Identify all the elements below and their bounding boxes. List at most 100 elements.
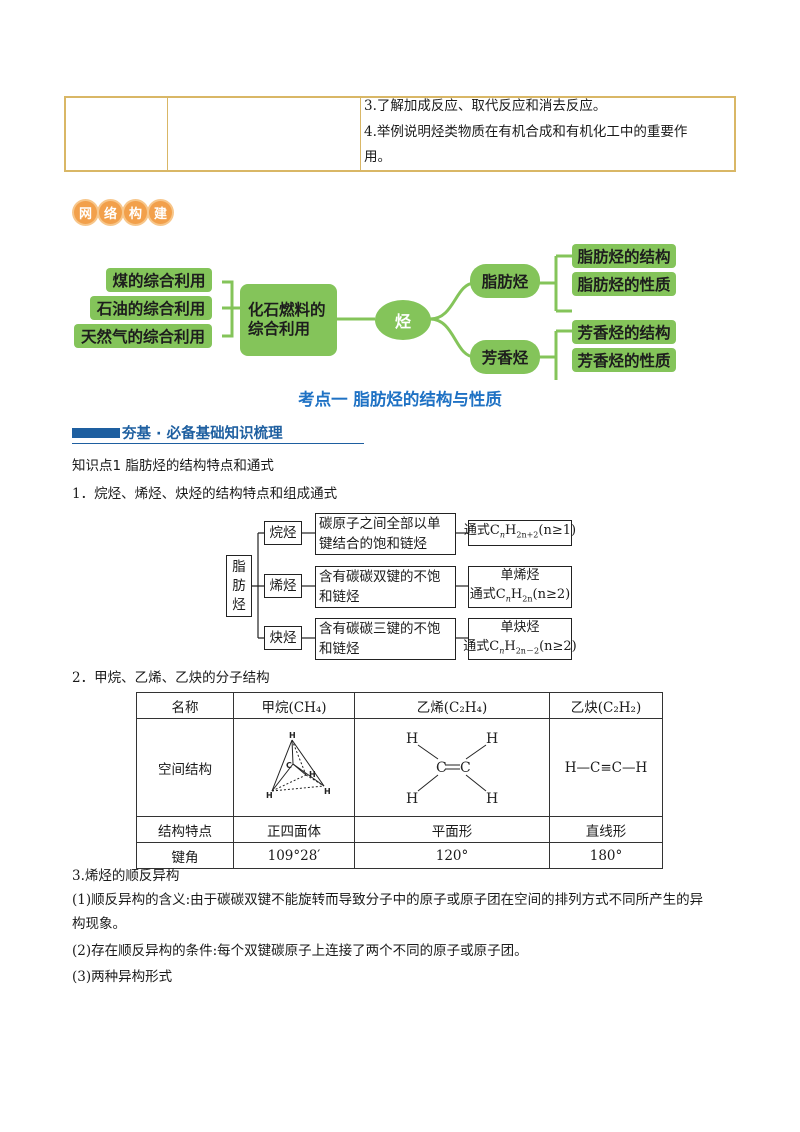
section-banner: 夯基 · 必备基础知识梳理 xyxy=(72,422,364,444)
header-cell: 乙烯(C₂H₄) xyxy=(354,692,550,719)
formula-sub: 2n－2 xyxy=(515,646,540,656)
root-char: 脂 xyxy=(232,558,246,575)
aliphatic-root-box: 脂 肪 烃 xyxy=(226,555,252,617)
svg-text:H: H xyxy=(309,770,316,779)
item-heading: 3.烯烃的顺反异构 xyxy=(72,868,180,884)
banner-rule xyxy=(72,443,364,444)
paragraph: (3)两种异构形式 xyxy=(72,969,173,985)
svg-text:H: H xyxy=(406,731,418,747)
row-label: 空间结构 xyxy=(136,718,234,817)
formula-text: H xyxy=(505,522,517,538)
formula-text: H xyxy=(504,638,516,654)
svg-text:C: C xyxy=(436,760,447,776)
table-divider xyxy=(167,98,168,170)
table-row: 空间结构 H C H xyxy=(136,718,663,817)
molecule-table: 名称 甲烷(CH₄) 乙烯(C₂H₄) 乙炔(C₂H₂) 空间结构 xyxy=(136,692,663,869)
formula-sub: n xyxy=(499,646,505,656)
alkane-box: 烷烃 xyxy=(264,521,302,545)
banner-text: 夯基 · 必备基础知识梳理 xyxy=(122,426,283,442)
methane-structure-cell: H C H H H xyxy=(233,718,355,817)
svg-text:H: H xyxy=(289,731,296,740)
item-heading: 1．烷烃、烯烃、炔烃的结构特点和组成通式 xyxy=(72,486,338,502)
alkene-box: 烯烃 xyxy=(264,574,302,598)
paragraph: (2)存在顺反异构的条件:每个双键碳原子上连接了两个不同的原子或原子团。 xyxy=(72,943,528,959)
formula-line: 通式CnH2n(n≥2) xyxy=(470,585,570,609)
mindmap-coal: 煤的综合利用 xyxy=(106,268,212,292)
section-title: 考点一 脂肪烃的结构与性质 xyxy=(298,390,502,409)
formula-text: 通式C xyxy=(463,638,500,654)
desc-line: 含有碳碳三键的不饱 xyxy=(319,621,441,637)
formula-line: 通式CnH2n+2(n≥1) xyxy=(464,521,576,546)
objectives-table xyxy=(64,96,736,172)
alkane-formula: 通式CnH2n+2(n≥1) xyxy=(464,520,576,546)
formula-text: 通式C xyxy=(463,522,500,538)
svg-text:H: H xyxy=(486,731,498,747)
alkyne-desc: 含有碳碳三键的不饱 和链烃 xyxy=(315,618,456,660)
table-cell: 180° xyxy=(549,842,663,869)
network-badge: 网 络 构 建 xyxy=(74,201,172,227)
table-row: 键角 109°28′ 120° 180° xyxy=(136,842,663,869)
ethylene-structure: H H C C H H xyxy=(406,731,498,807)
methane-structure: H C H H H xyxy=(266,731,331,800)
table-cell: 平面形 xyxy=(354,816,550,843)
svg-text:H: H xyxy=(406,791,418,807)
diagram-connectors xyxy=(252,532,468,639)
desc-line: 和链烃 xyxy=(319,641,360,657)
mindmap-leaf: 脂肪烃的性质 xyxy=(572,272,676,296)
knowledge-point-heading: 知识点1 脂肪烃的结构特点和通式 xyxy=(72,458,274,474)
item-heading: 2．甲烷、乙烯、乙炔的分子结构 xyxy=(72,670,270,686)
formula-title: 单炔烃 xyxy=(500,619,540,635)
acetylene-formula: H—C≡C—H xyxy=(549,718,663,817)
table-cell: 直线形 xyxy=(549,816,663,843)
header-cell: 甲烷(CH₄) xyxy=(233,692,355,719)
ethylene-structure-cell: H H C C H H xyxy=(354,718,550,817)
formula-text: (n≥2) xyxy=(532,586,571,602)
mindmap-aromatic: 芳香烃 xyxy=(470,340,540,374)
objective-line: 用。 xyxy=(364,149,391,165)
formula-sub: 2n+2 xyxy=(516,530,539,540)
formula-sub: n xyxy=(499,530,506,540)
mindmap-natural-gas: 天然气的综合利用 xyxy=(74,324,212,348)
alkene-formula: 单烯烃 通式CnH2n(n≥2) xyxy=(468,566,572,608)
table-cell: 正四面体 xyxy=(233,816,355,843)
objective-line: 4.举例说明烃类物质在有机合成和有机化工中的重要作 xyxy=(364,124,688,140)
badge-char: 建 xyxy=(149,201,172,224)
alkene-desc: 含有碳碳双键的不饱 和链烃 xyxy=(315,566,456,608)
desc-line: 含有碳碳双键的不饱 xyxy=(319,569,441,585)
banner-bar xyxy=(72,428,120,438)
row-label: 键角 xyxy=(136,842,234,869)
formula-sub: 2n xyxy=(522,594,533,604)
root-char: 烃 xyxy=(232,596,246,613)
badge-char: 构 xyxy=(124,201,147,224)
formula-line: 通式CnH2n－2(n≥2) xyxy=(463,637,576,661)
formula-title: 单烯烃 xyxy=(500,567,540,583)
formula-text: (n≥2) xyxy=(539,638,577,654)
objective-line: 3.了解加成反应、取代反应和消去反应。 xyxy=(364,98,607,114)
svg-text:H: H xyxy=(486,791,498,807)
alkane-desc: 碳原子之间全部以单 键结合的饱和链烃 xyxy=(315,513,456,555)
table-cell: 109°28′ xyxy=(233,842,355,869)
formula-sub: n xyxy=(505,594,511,604)
row-label: 结构特点 xyxy=(136,816,234,843)
mindmap-fossil-fuel: 化石燃料的综合利用 xyxy=(240,284,337,356)
paragraph: (1)顺反异构的含义:由于碳碳双键不能旋转而导致分子中的原子或原子团在空间的排列… xyxy=(72,892,704,908)
header-cell: 乙炔(C₂H₂) xyxy=(549,692,663,719)
root-char: 肪 xyxy=(232,577,246,594)
svg-text:C: C xyxy=(286,761,292,770)
header-cell: 名称 xyxy=(136,692,234,719)
mindmap-petroleum: 石油的综合利用 xyxy=(90,296,212,320)
table-row: 结构特点 正四面体 平面形 直线形 xyxy=(136,816,663,843)
table-cell: 120° xyxy=(354,842,550,869)
mindmap-aliphatic: 脂肪烃 xyxy=(470,264,540,298)
mindmap-leaf: 芳香烃的性质 xyxy=(572,348,676,372)
svg-text:H: H xyxy=(324,787,331,796)
mindmap-leaf: 芳香烃的结构 xyxy=(572,320,676,344)
mindmap-leaf: 脂肪烃的结构 xyxy=(572,244,676,268)
alkyne-formula: 单炔烃 通式CnH2n－2(n≥2) xyxy=(463,618,577,660)
mindmap-root: 烃 xyxy=(375,300,431,340)
formula-text: 通式C xyxy=(469,586,506,602)
alkyne-box: 炔烃 xyxy=(264,626,302,650)
desc-line: 键结合的饱和链烃 xyxy=(319,536,427,552)
desc-line: 碳原子之间全部以单 xyxy=(319,516,441,532)
desc-line: 和链烃 xyxy=(319,589,360,605)
